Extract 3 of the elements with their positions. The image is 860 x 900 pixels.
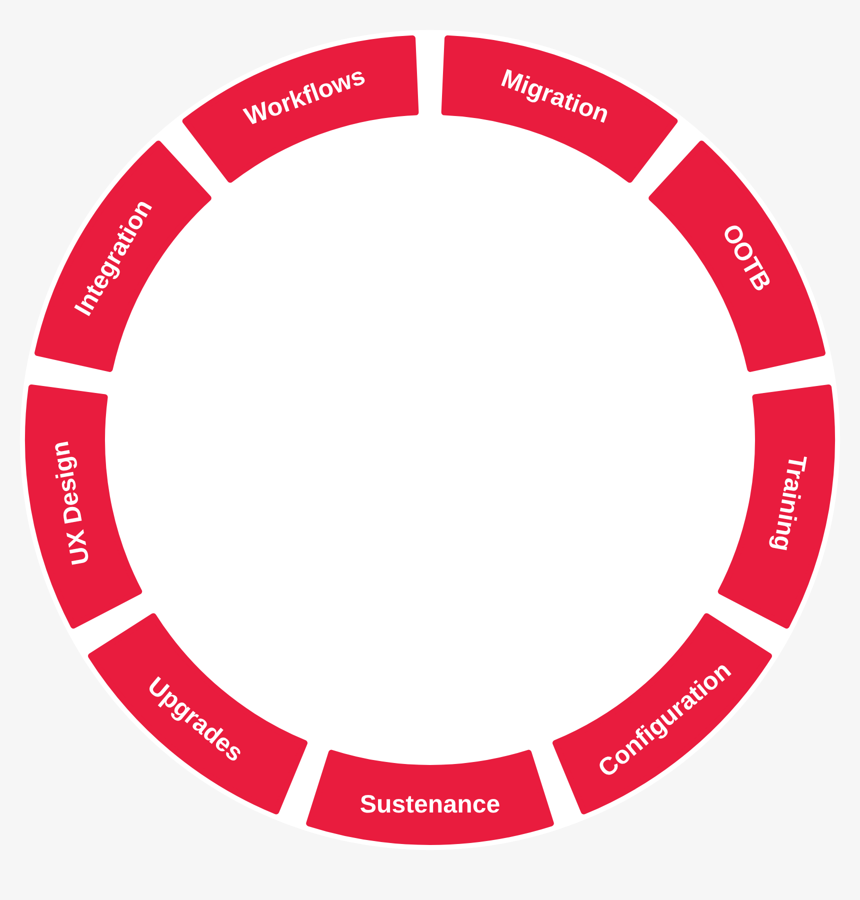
segment-label: Training [768,453,810,554]
segment-label: Sustenance [360,792,500,818]
segment-label: UX Design [47,440,94,568]
